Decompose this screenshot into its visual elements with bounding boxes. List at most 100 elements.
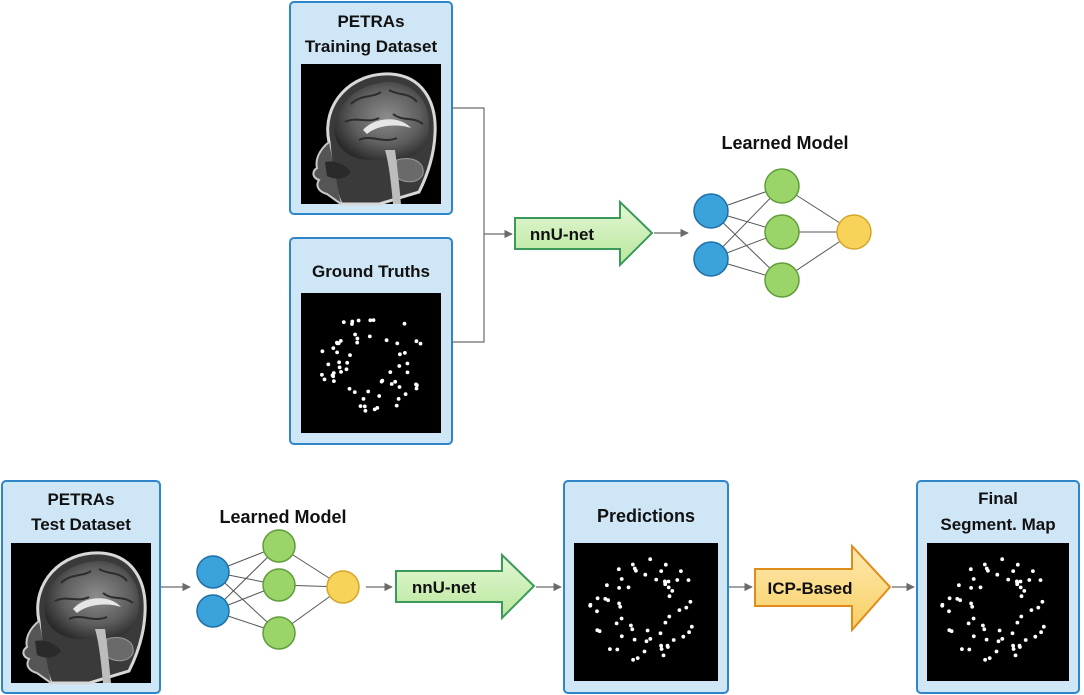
fiducial-dot [418,341,423,346]
fiducial-dot [982,562,987,567]
fiducial-dot [658,631,663,636]
fiducial-dot [686,578,691,582]
fiducial-dot [331,374,336,379]
fiducial-dot [644,639,649,644]
fiducial-dot [978,585,983,590]
fiducial-dot [402,321,407,326]
fiducial-dot [355,340,360,345]
fiducial-dot [1029,608,1034,612]
fiducial-dot [626,585,631,590]
fiducial-dot [1018,645,1022,649]
fiducial-dot [663,562,668,567]
ground-truth-connector [452,234,485,343]
fiducial-dot [341,320,346,324]
fiducial-dot [350,319,355,324]
fiducial-dot [603,597,608,601]
fiducial-dot [947,609,951,614]
fiducial-dot [1006,577,1011,582]
fiducial-dot [966,621,971,626]
fiducial-dot [1000,557,1005,562]
fiducial-dot [389,382,394,386]
fiducial-dot [335,340,339,345]
nn-hidden-node [764,262,800,298]
fiducial-dot [663,620,668,625]
fiducial-dot [1022,589,1027,593]
fiducial-dot [335,350,339,355]
fiducial-dot [344,367,349,372]
fiducial-dot [984,637,989,642]
nn-input-node [693,193,729,229]
fiducial-dot [396,397,401,401]
nn-output-node [326,570,360,604]
test-mri-image [9,541,153,685]
fiducial-dot [667,614,672,619]
fiducial-dot [983,657,987,662]
fiducial-dot [967,647,972,652]
ground-truths-image [301,293,441,433]
fiducial-dot [595,609,599,614]
fiducial-dot [338,339,343,343]
fiducial-dot [971,634,976,639]
fiducial-dot [631,657,635,662]
fiducial-dot [677,608,682,612]
fiducial-dot [356,318,361,323]
fiducial-dot [629,623,633,628]
predictions-title: Predictions [597,506,695,526]
training-connector [452,107,485,234]
final-map-panel: Final Segment. Map [916,480,1080,694]
fiducial-dot [618,604,623,609]
bottom-nnunet-arrow: nnU-net [395,552,536,621]
training-dataset-title-line1: PETRAs [337,12,404,31]
fiducial-dot [661,653,666,658]
fiducial-dot [388,370,393,374]
fiducial-dot [331,346,336,350]
fiducial-dot [397,364,402,368]
fiducial-dot [415,383,419,388]
ground-truths-dots [320,318,423,413]
fiducial-dot [403,351,407,355]
test-dataset-panel: PETRAs Test Dataset [1,480,161,694]
fiducial-dot [969,601,973,606]
final-map-title-line1: Final [978,489,1018,508]
icp-based-label: ICP-Based [767,579,852,598]
fiducial-dot [659,569,664,573]
fiducial-dot [1010,631,1015,636]
fiducial-dot [331,371,336,375]
fiducial-dot [1015,581,1020,585]
fiducial-dot [971,577,976,581]
fiducial-dot [1031,569,1035,573]
fiducial-dot [616,567,621,572]
fiducial-dot [630,562,635,567]
fiducial-dot [987,656,992,660]
fiducial-dot [642,649,647,654]
fiducial-dot [688,599,693,604]
fiducial-dot [643,572,648,577]
fiducial-dot [377,394,382,398]
ground-truths-panel: Ground Truths [289,237,453,445]
fiducial-dot [371,318,376,322]
fiducial-dot [367,334,372,339]
fiducial-dot [632,637,637,642]
fiducial-dot [1011,569,1016,573]
fiducial-dot [645,628,650,633]
fiducial-dot [352,390,357,394]
fiducial-dot [670,589,675,593]
fiducial-dot [960,647,964,651]
nn-hidden-node [764,168,800,204]
nn-input-node [196,594,230,628]
fiducial-dot [675,578,680,582]
fiducial-dot [597,629,602,634]
fiducial-dot [414,339,419,344]
top-nnunet-label: nnU-net [530,225,595,244]
fiducial-dot [995,572,1000,577]
fiducial-dot [994,649,999,654]
predictions-panel: Predictions [563,480,729,694]
final-map-title-line2: Segment. Map [940,515,1055,534]
fiducial-dot [322,377,327,382]
nn-input-node [693,241,729,277]
fiducial-dot [414,386,419,391]
fiducial-dot [630,627,635,632]
fiducial-dot [687,630,691,635]
fiducial-dot [634,568,638,573]
